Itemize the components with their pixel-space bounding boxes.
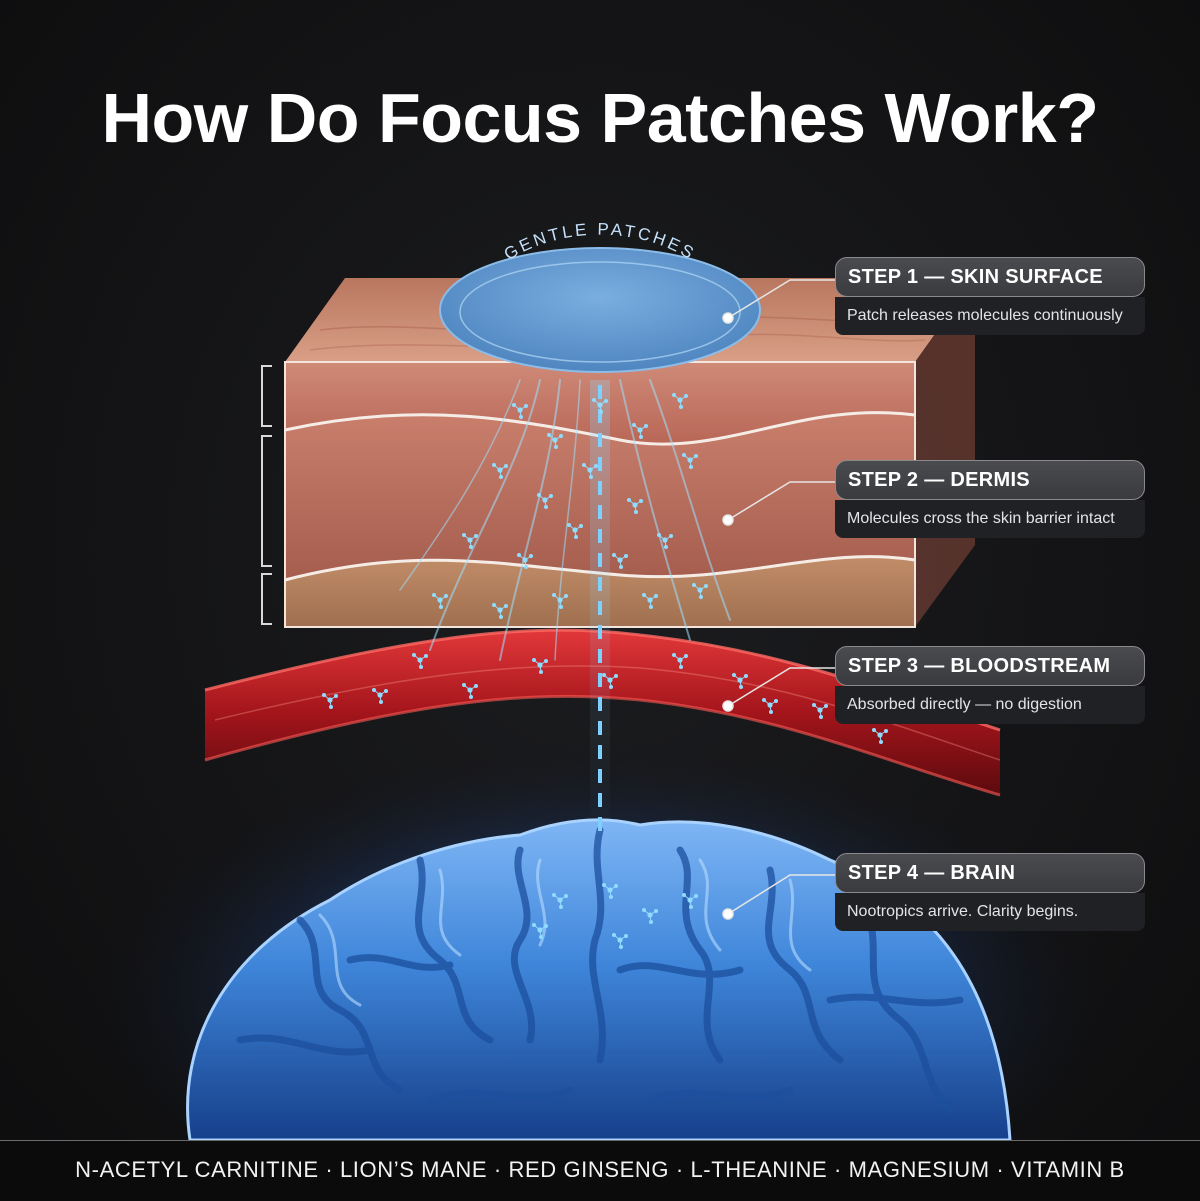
molecule (692, 583, 708, 599)
molecule (517, 553, 533, 569)
molecule (372, 688, 388, 704)
step-2-description: Molecules cross the skin barrier intact (835, 500, 1145, 538)
molecule (632, 423, 648, 439)
page-title: How Do Focus Patches Work? (101, 79, 1099, 157)
step-1-card: STEP 1 — SKIN SURFACE Patch releases mol… (835, 257, 1145, 335)
molecule (322, 693, 338, 709)
molecule (567, 523, 583, 539)
molecule (642, 908, 658, 924)
molecule (602, 883, 618, 899)
step-4-card: STEP 4 — BRAIN Nootropics arrive. Clarit… (835, 853, 1145, 931)
molecule (672, 393, 688, 409)
molecule (762, 698, 778, 714)
brain-illustration (186, 818, 1012, 1142)
molecule (642, 593, 658, 609)
molecule (657, 533, 673, 549)
step-1-description: Patch releases molecules continuously (835, 297, 1145, 335)
molecule (552, 593, 568, 609)
molecule (552, 893, 568, 909)
leader-lines (722, 279, 835, 920)
molecule (532, 923, 548, 939)
molecule (672, 653, 688, 669)
molecule (592, 398, 608, 414)
step-3-heading: STEP 3 — BLOODSTREAM (835, 646, 1145, 686)
molecule (412, 653, 428, 669)
molecule (462, 683, 478, 699)
ingredients-bar: N-ACETYL CARNITINE · LION’S MANE · RED G… (0, 1140, 1200, 1201)
molecule (532, 658, 548, 674)
patch-illustration: GENTLE PATCHES (439, 220, 761, 373)
molecule (682, 893, 698, 909)
molecule (682, 453, 698, 469)
step-2-heading: STEP 2 — DERMIS (835, 460, 1145, 500)
molecule (732, 673, 748, 689)
molecule (537, 493, 553, 509)
molecule (612, 553, 628, 569)
molecule (492, 463, 508, 479)
molecule (432, 593, 448, 609)
molecule (612, 933, 628, 949)
molecules (322, 393, 888, 949)
diffusion-streams (399, 379, 731, 661)
molecule (582, 463, 598, 479)
step-1-heading: STEP 1 — SKIN SURFACE (835, 257, 1145, 297)
molecule (547, 433, 563, 449)
step-3-description: Absorbed directly — no digestion (835, 686, 1145, 724)
step-4-description: Nootropics arrive. Clarity begins. (835, 893, 1145, 931)
molecule (812, 703, 828, 719)
molecule (492, 603, 508, 619)
step-3-card: STEP 3 — BLOODSTREAM Absorbed directly —… (835, 646, 1145, 724)
molecule (602, 673, 618, 689)
molecule (512, 403, 528, 419)
step-4-heading: STEP 4 — BRAIN (835, 853, 1145, 893)
molecule (627, 498, 643, 514)
molecule (872, 728, 888, 744)
molecule (462, 533, 478, 549)
step-2-card: STEP 2 — DERMIS Molecules cross the skin… (835, 460, 1145, 538)
